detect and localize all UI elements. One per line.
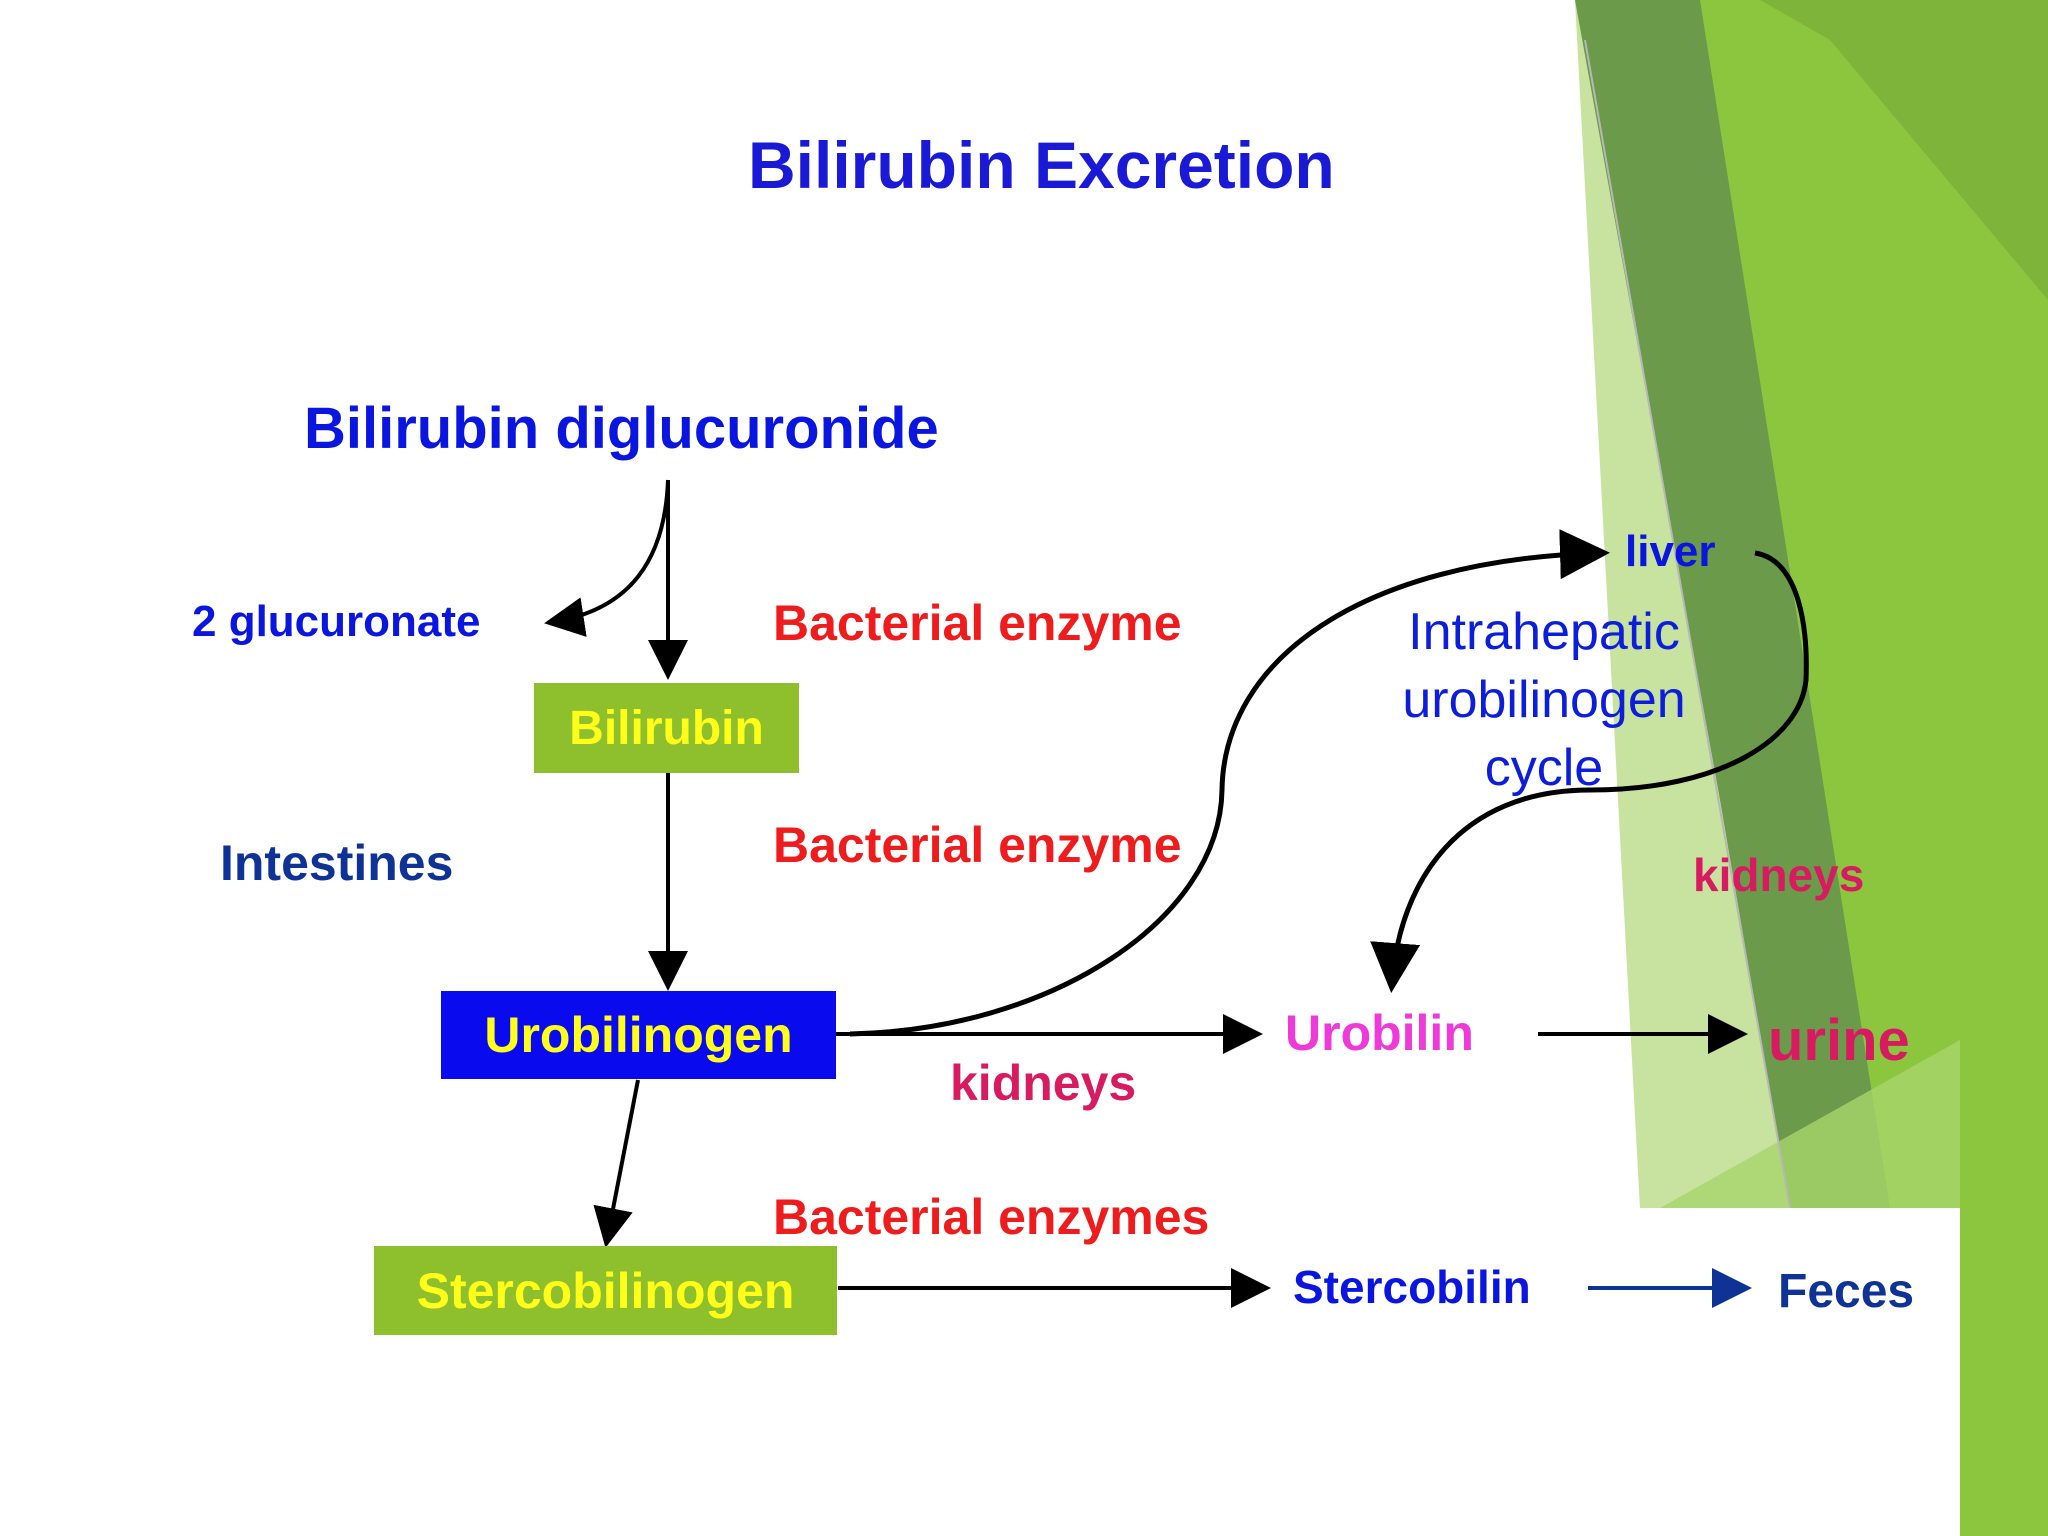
bacterial-enzyme-label-1: Bacterial enzyme [773, 595, 1182, 651]
bilirubin-box-label: Bilirubin [569, 701, 764, 755]
arrow-urobilinogen-to-stercobilinogen [593, 1079, 640, 1248]
page-title: Bilirubin Excretion [748, 128, 1335, 202]
urine-label: urine [1768, 1008, 1910, 1073]
bacterial-enzyme-label-2: Bacterial enzyme [773, 817, 1182, 873]
bilirubin-box: Bilirubin [534, 683, 799, 773]
urobilinogen-box: Urobilinogen [441, 991, 836, 1079]
cycle-line-2: urobilinogen [1402, 671, 1686, 729]
urobilin-label: Urobilin [1285, 1005, 1474, 1061]
stercobilinogen-box-label: Stercobilinogen [416, 1262, 795, 1319]
intestines-label: Intestines [220, 835, 454, 891]
kidneys-label-upper: kidneys [1693, 849, 1865, 901]
kidneys-label-lower: kidneys [950, 1055, 1137, 1111]
intrahepatic-cycle-label: Intrahepatic urobilinogen cycle [1338, 598, 1750, 802]
glucuronate-label: 2 glucuronate [192, 597, 481, 646]
feces-label: Feces [1778, 1265, 1915, 1318]
bilirubin-diglucuronide-label: Bilirubin diglucuronide [304, 396, 939, 461]
arrow-liver-to-urobilin [1370, 550, 1809, 993]
stercobilinogen-box: Stercobilinogen [374, 1246, 837, 1335]
stercobilin-label: Stercobilin [1293, 1261, 1531, 1313]
arrow-urobilinogen-to-liver [849, 529, 1610, 1037]
bacterial-enzymes-label: Bacterial enzymes [773, 1189, 1210, 1245]
arrow-to-glucuronate [544, 479, 670, 637]
urobilinogen-box-label: Urobilinogen [484, 1007, 793, 1063]
cycle-line-3: cycle [1484, 739, 1604, 797]
cycle-line-1: Intrahepatic [1408, 603, 1680, 661]
liver-label: liver [1625, 527, 1716, 576]
